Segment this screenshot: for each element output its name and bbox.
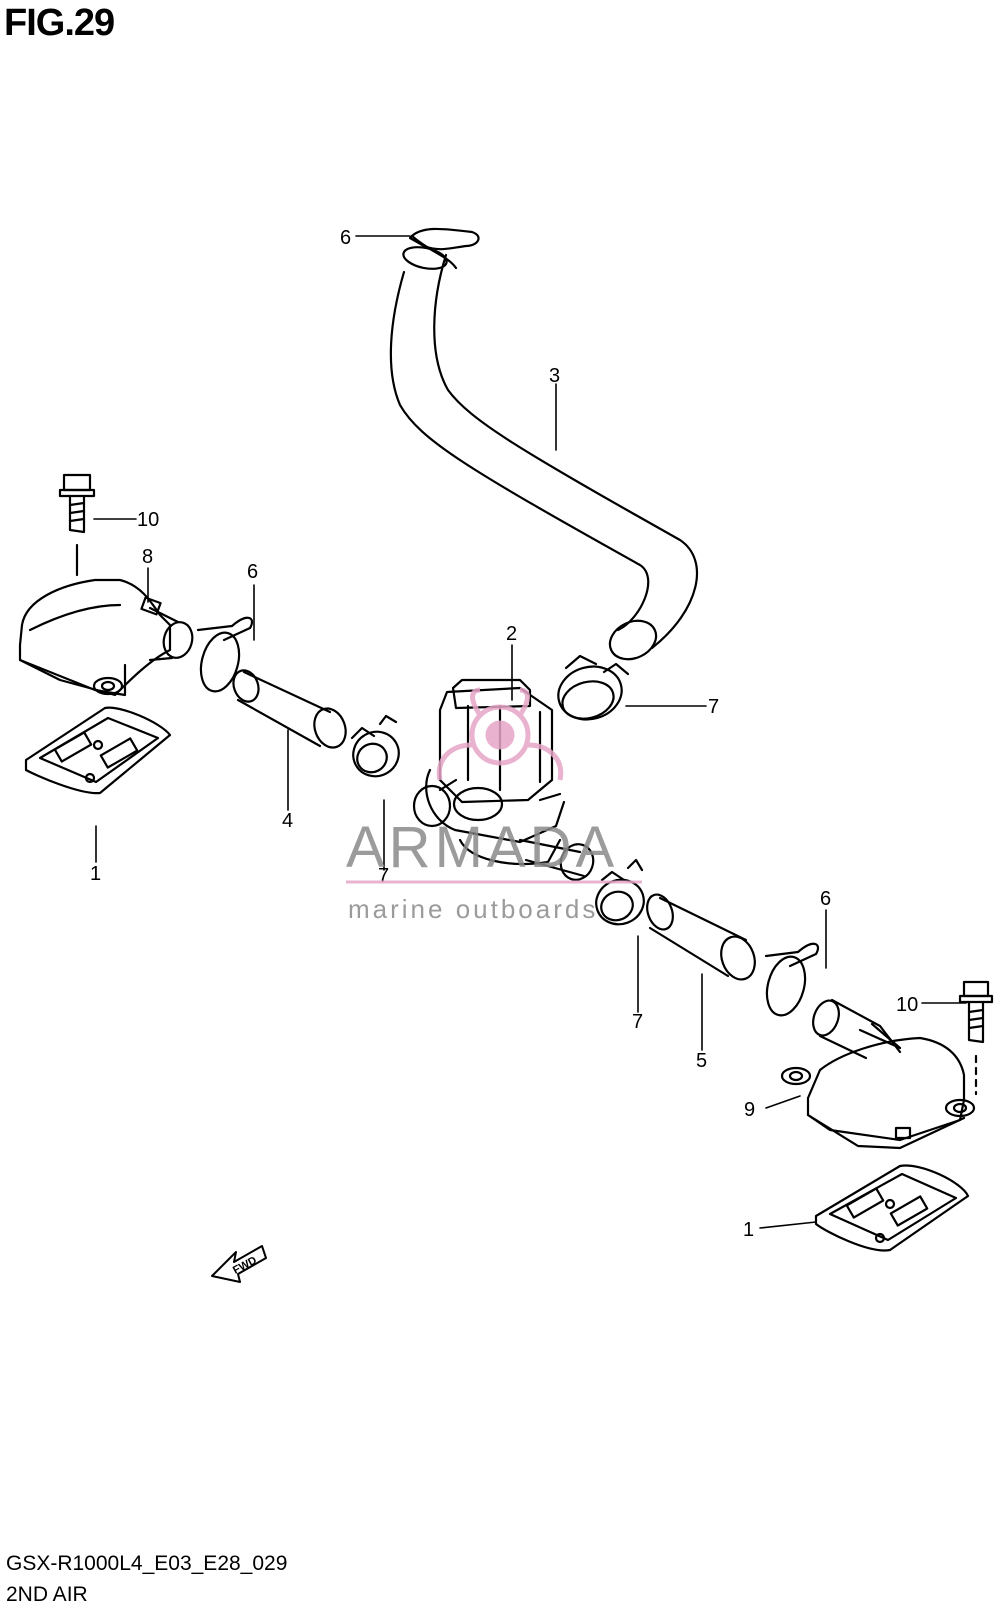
reed-valve-cover-right [780,998,976,1150]
callout-4: 4 [282,810,293,832]
callout-2: 2 [506,623,517,645]
watermark: ARMADA marine outboards [346,687,642,924]
callout-8: 8 [142,546,153,568]
watermark-brand: ARMADA [346,815,618,880]
section-name: 2ND AIR [6,1583,88,1606]
hose-clamp-left [350,714,400,778]
callout-3: 3 [549,365,560,387]
watermark-tagline: marine outboards [348,894,598,924]
callout-6-top: 6 [340,227,351,249]
bolt-right [958,980,994,1096]
leader-lines [93,235,967,1229]
hose-part-3 [389,246,699,661]
hose-clip-right [764,942,820,1017]
hose-clamp-upper [557,654,630,721]
callout-6-left: 6 [247,561,258,583]
callout-10-left: 10 [137,509,159,531]
callout-1-left: 1 [90,863,101,885]
bolt-left [58,473,96,577]
reed-valve-right [814,1164,970,1252]
callout-9: 9 [744,1099,755,1121]
callout-5: 5 [696,1050,707,1072]
callout-7-upper: 7 [708,696,719,718]
reed-valve-left [24,706,172,795]
callout-7-lower: 7 [632,1011,643,1033]
reed-valve-cover-left [18,578,194,697]
hose-part-5 [646,893,756,981]
model-code: GSX-R1000L4_E03_E28_029 [6,1552,288,1575]
hose-clip-top [408,227,480,270]
callout-1-right: 1 [743,1219,754,1241]
figure-title: FIG.29 [4,2,115,44]
hose-clip-left [196,616,254,693]
callout-10-right: 10 [896,994,918,1016]
watermark-logo-icon [436,687,564,781]
forward-direction-arrow: FWD [211,1245,267,1283]
hose-part-4 [232,669,347,749]
callout-6-right: 6 [820,888,831,910]
callout-7-left: 7 [378,865,389,887]
pair-control-valve [412,678,595,881]
